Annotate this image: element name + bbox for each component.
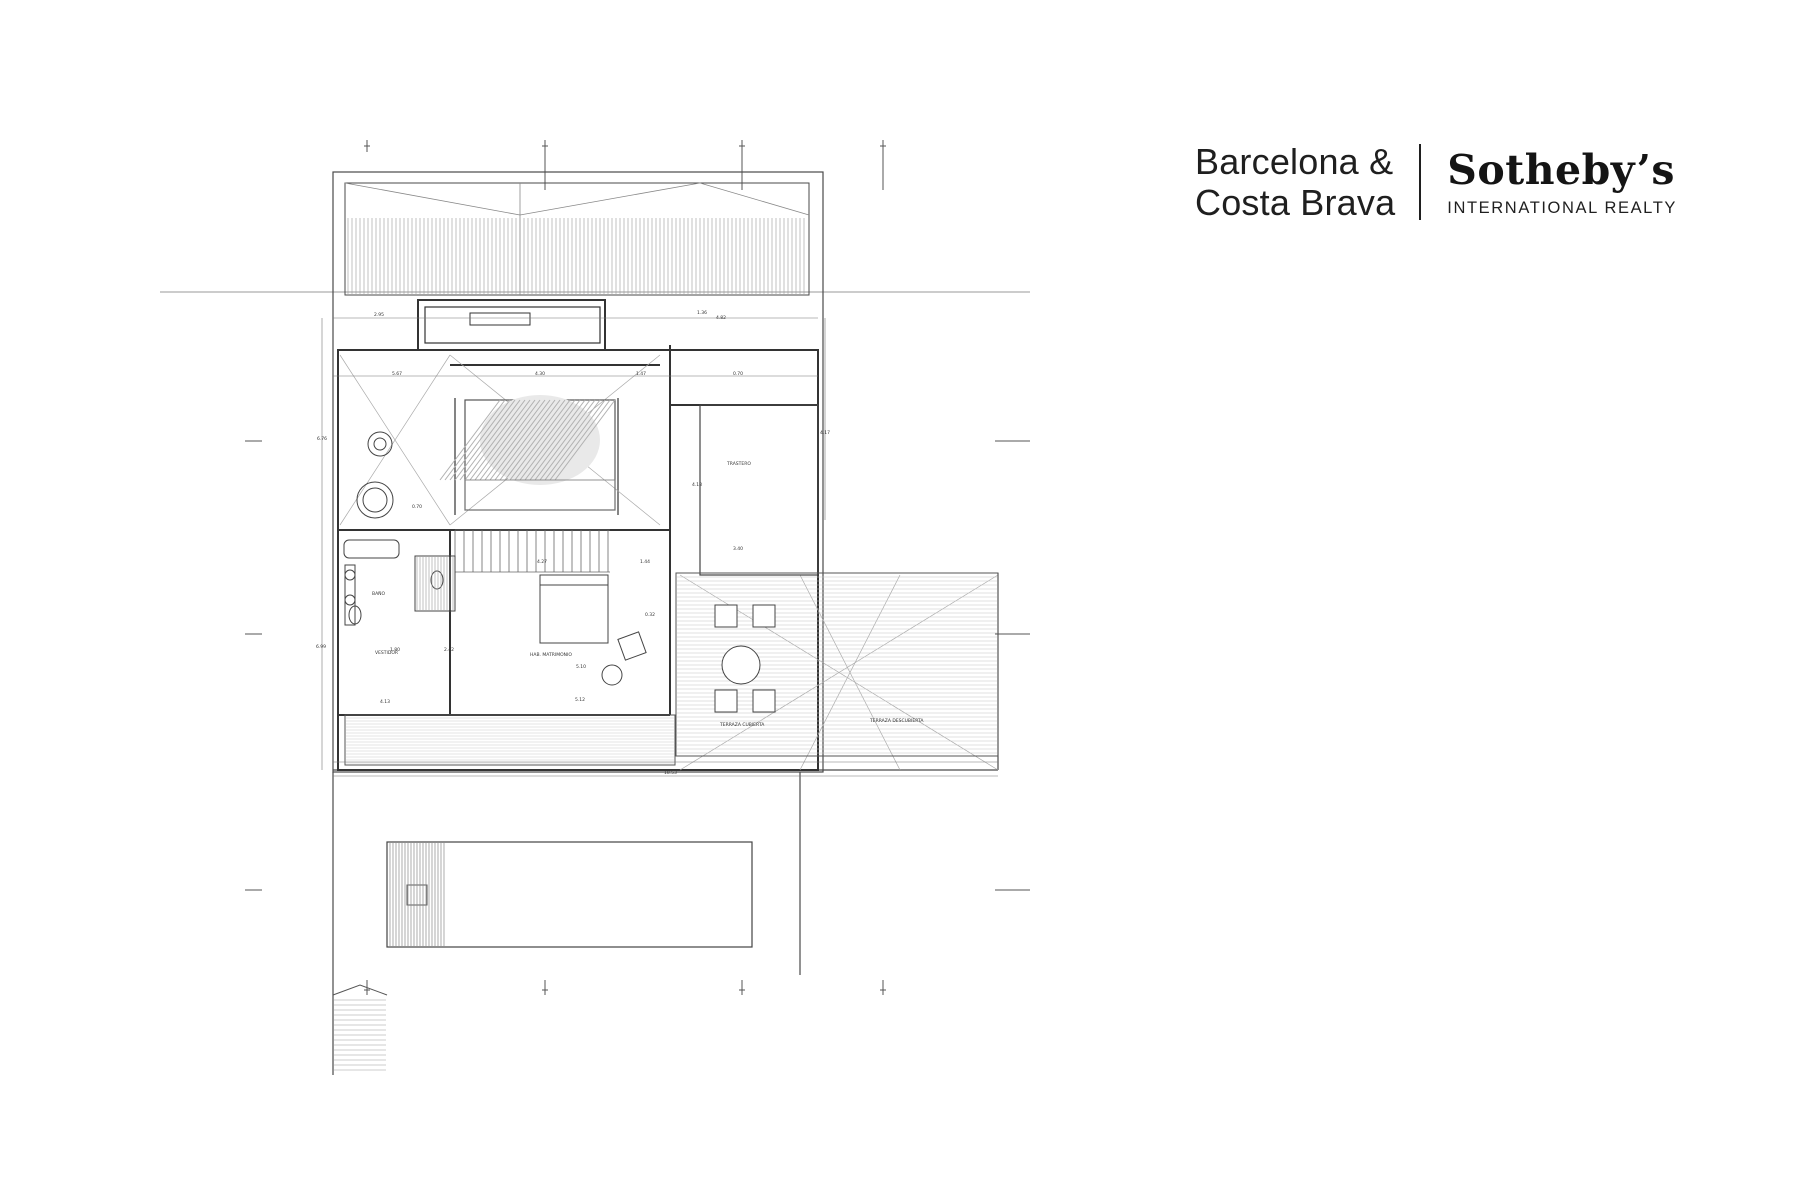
hatch-line: [494, 399, 556, 481]
room-label: VESTIDOR: [375, 650, 398, 656]
dimension-label: 2.42: [444, 647, 454, 653]
room-label: TERRAZA DESCUBIERTA: [869, 718, 924, 724]
lower-terrace: [344, 714, 676, 766]
logo-line-1: Barcelona &: [1195, 141, 1394, 182]
dimension-label: 1.47: [636, 371, 646, 377]
roof-area: [344, 182, 810, 296]
room-labels: TRASTERO HAB. MATRIMONIO VESTIDOR BAÑO T…: [372, 461, 924, 728]
bedroom: [539, 574, 647, 686]
room-label: TERRAZA CUBIERTA: [719, 722, 765, 728]
hatch-line: [554, 399, 616, 481]
logo-line-2: Costa Brava: [1195, 182, 1396, 223]
dimension-label: 1.44: [640, 559, 650, 565]
bathroom-fixtures: [343, 431, 456, 626]
section-markers-sides: [245, 440, 1030, 891]
hatch-line: [449, 399, 511, 481]
dimension-label: 3.40: [733, 546, 743, 552]
dimension-label: 4.82: [716, 315, 726, 321]
room-label: BAÑO: [372, 590, 386, 597]
dimension-label: 4.13: [380, 699, 390, 705]
logo-tagline: INTERNATIONAL REALTY: [1447, 198, 1678, 217]
logo-brand-block: Sotheby’s INTERNATIONAL REALTY: [1447, 147, 1677, 218]
dimension-label: 4.30: [535, 371, 545, 377]
dimension-label: 0.32: [645, 612, 655, 618]
dimension-label: 6.76: [317, 436, 327, 442]
hatch-line: [459, 399, 521, 481]
dimension-label: 5.12: [575, 697, 585, 703]
section-markers-bottom: [364, 980, 886, 995]
dimension-label: 5.10: [576, 664, 586, 670]
dimension-label: 0.70: [733, 371, 743, 377]
hatch-line: [519, 399, 581, 481]
hatch-line: [539, 399, 601, 481]
section-markers-top: [364, 140, 886, 190]
hatch-line: [479, 399, 541, 481]
logo-divider: [1419, 144, 1422, 220]
dimension-label: 4.18: [692, 482, 702, 488]
room-label: HAB. MATRIMONIO: [530, 652, 572, 658]
hatch-line: [484, 399, 546, 481]
dimension-label: 6.99: [316, 644, 326, 650]
hatch-line: [444, 399, 506, 481]
stair-treads: [454, 529, 610, 573]
storage-room: [699, 404, 819, 576]
terrace-area: [675, 572, 999, 757]
dimension-label: 5.67: [392, 371, 402, 377]
dimension-label: 4.17: [820, 430, 830, 436]
stair-core: [439, 395, 616, 511]
hatch-line: [514, 399, 576, 481]
hatch-line: [454, 399, 516, 481]
dimension-lines: [321, 317, 998, 777]
logo-brand-name: Sotheby’s: [1447, 145, 1675, 194]
dimension-label: 0.70: [412, 504, 422, 510]
hatch-line: [534, 399, 596, 481]
hatch-line: [529, 399, 591, 481]
dimension-label: 1.80: [390, 647, 400, 653]
brand-logo: Barcelona & Costa Brava Sotheby’s INTERN…: [1195, 140, 1677, 224]
hatch-line: [489, 399, 551, 481]
hatch-line: [504, 399, 566, 481]
dimension-label: 2.95: [374, 312, 384, 318]
hatch-line: [474, 399, 536, 481]
entry-steps: [332, 984, 388, 996]
hatch-line: [509, 399, 571, 481]
dimension-label: 4.27: [537, 559, 547, 565]
logo-location: Barcelona & Costa Brava: [1195, 141, 1395, 223]
hatch-line: [499, 399, 561, 481]
hatch-line: [469, 399, 531, 481]
dimension-label: 18.53: [664, 770, 677, 776]
hatch-line: [439, 399, 501, 481]
hatch-line: [524, 399, 586, 481]
dining-set: [714, 604, 776, 713]
pool: [386, 841, 753, 948]
hatch-line: [549, 399, 611, 481]
hatch-line: [544, 399, 606, 481]
room-label: TRASTERO: [726, 461, 751, 467]
dimension-labels: 2.95 4.30 1.36 4.82 5.67 1.47 0.70 6.76 …: [316, 310, 830, 776]
dimension-label: 1.36: [697, 310, 707, 316]
hatch-line: [464, 399, 526, 481]
